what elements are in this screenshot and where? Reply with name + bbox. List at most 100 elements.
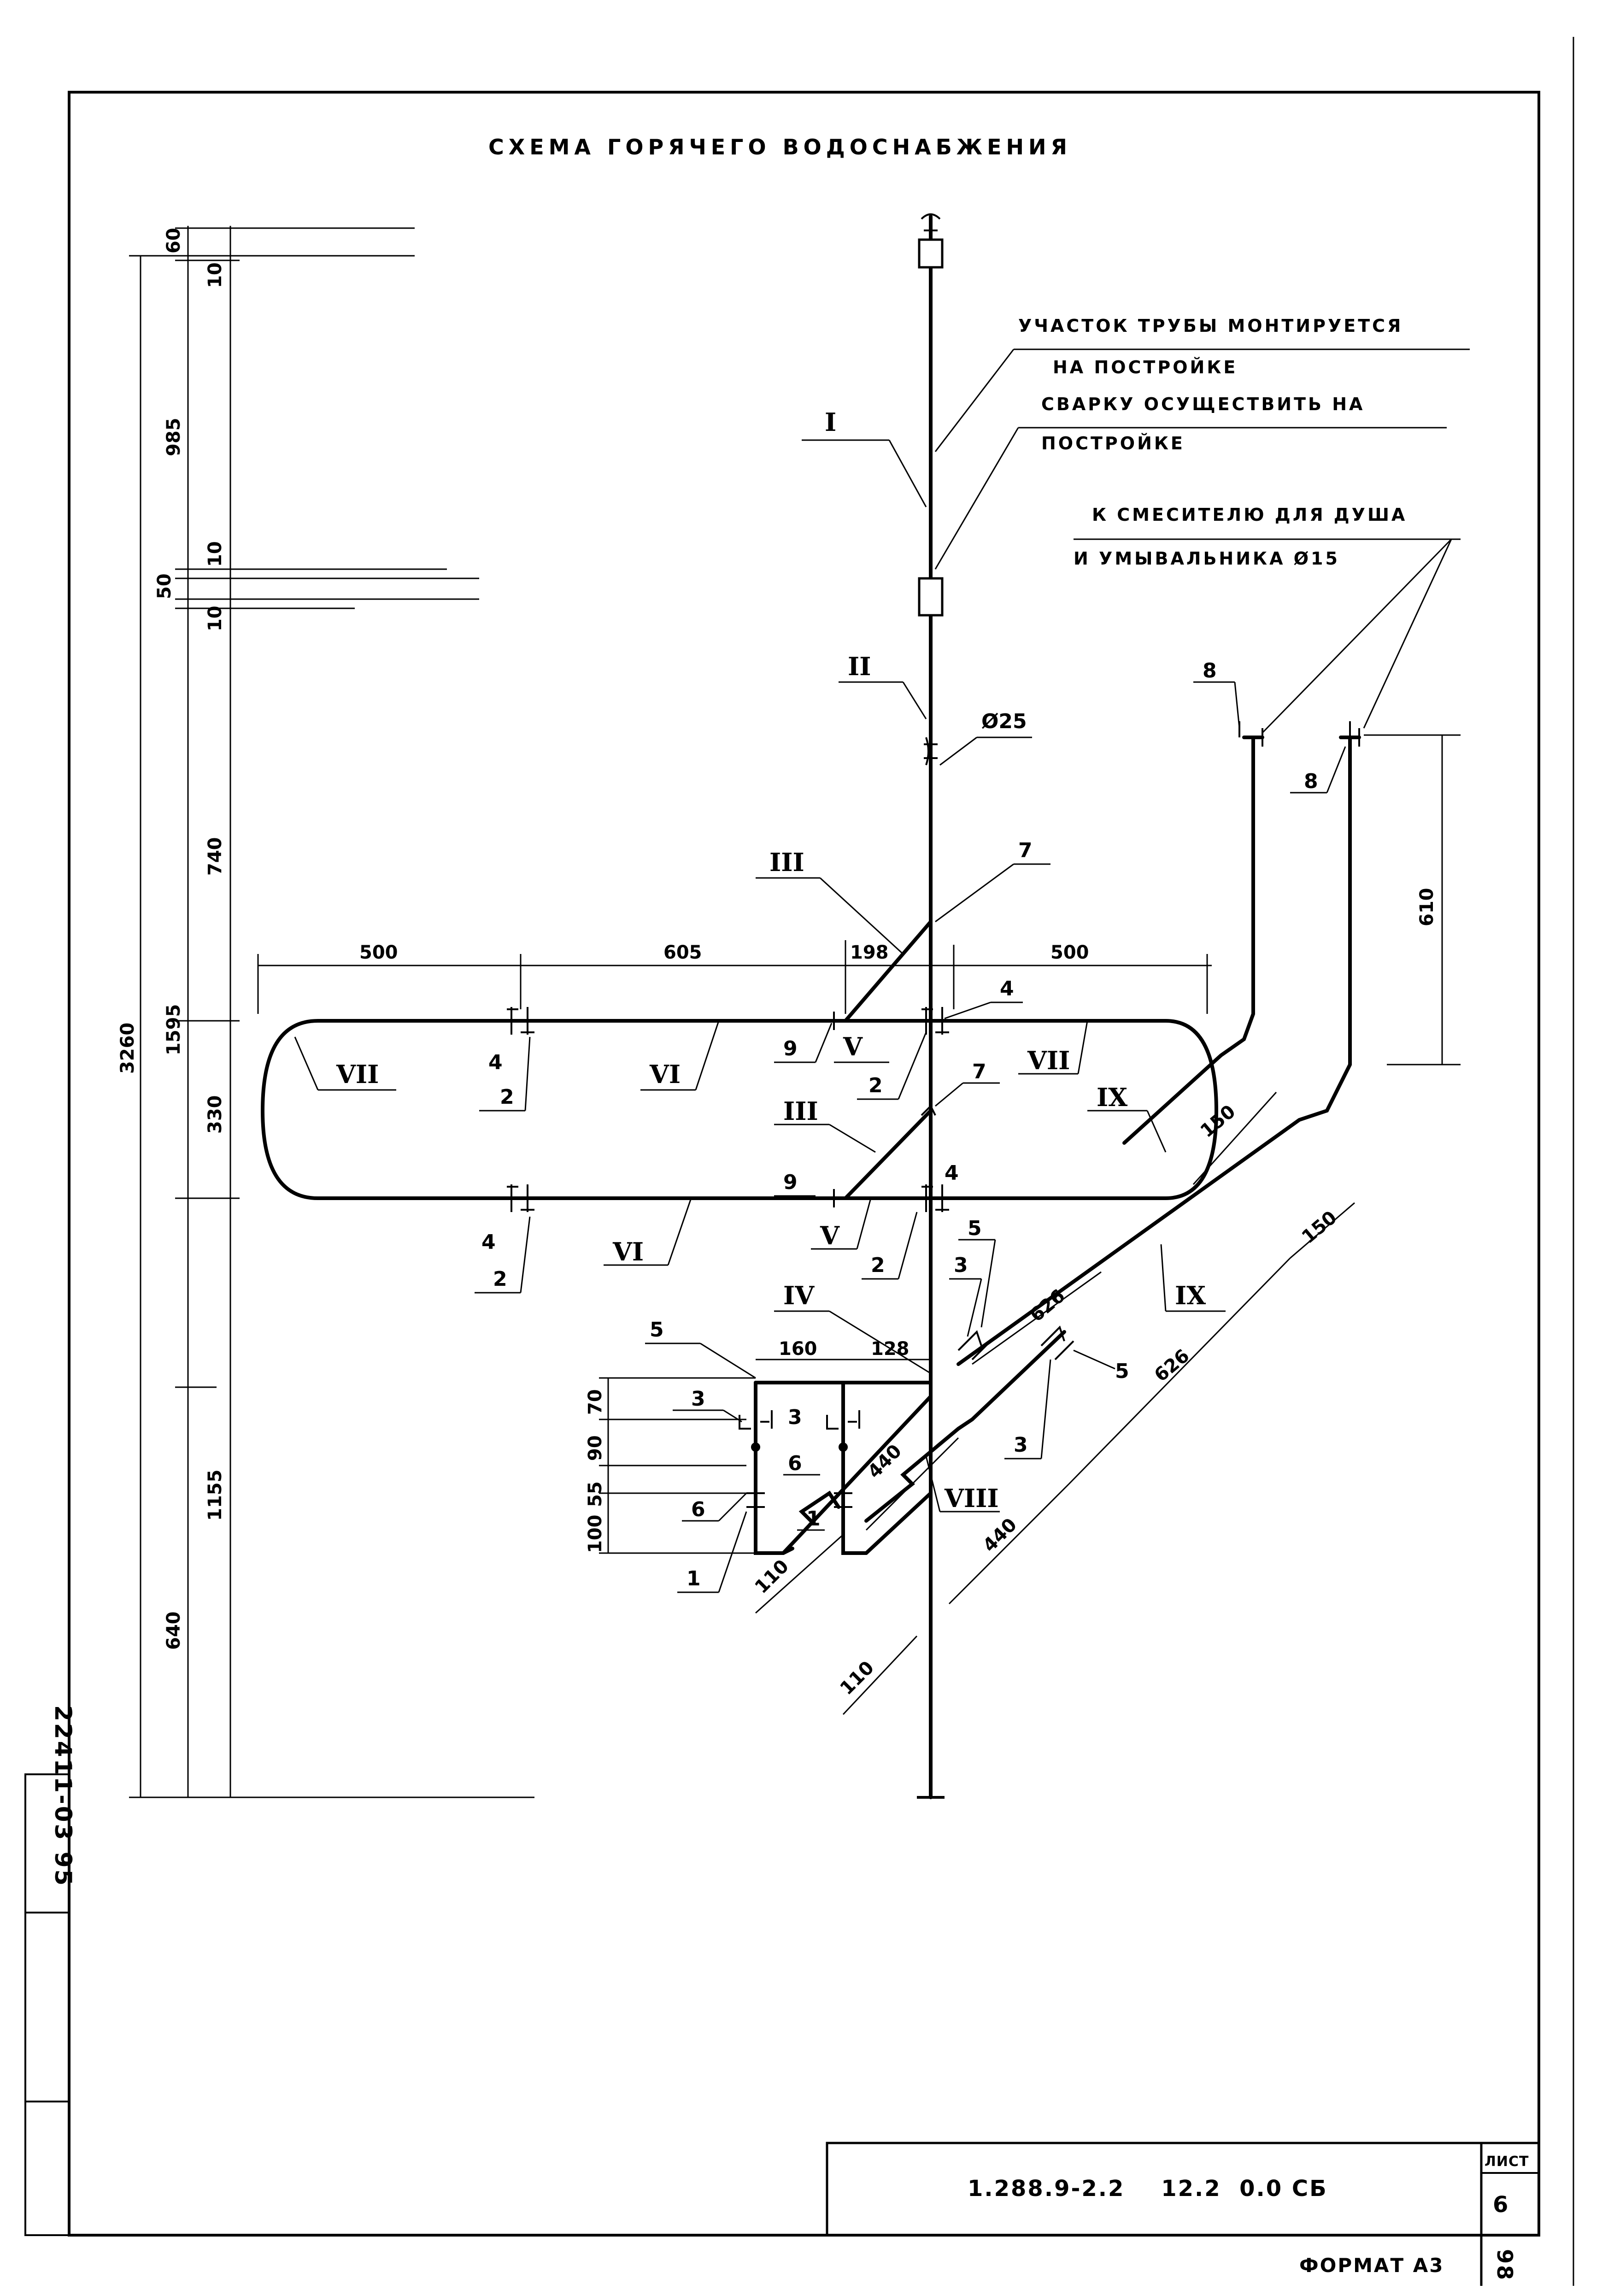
dim-100: 100 xyxy=(585,1515,606,1554)
pos-2c: 2 xyxy=(868,1074,883,1097)
pos-5a: 5 xyxy=(650,1318,664,1342)
pos-3d: 3 xyxy=(1014,1433,1028,1457)
pos-5b: 5 xyxy=(968,1217,982,1240)
note-weld-1: СВАРКУ ОСУЩЕСТВИТЬ НА xyxy=(1041,394,1365,414)
riser-weld-mark xyxy=(924,737,938,765)
branch-vii-elbow xyxy=(921,1104,936,1116)
side-stamp: 22411-03 95 xyxy=(50,1705,76,1887)
section-i: I xyxy=(825,407,836,437)
section-viii: VIII xyxy=(944,1484,999,1513)
pos-7b: 7 xyxy=(972,1060,986,1083)
dim-extension-lines xyxy=(129,227,534,1798)
diameter-leader xyxy=(939,736,977,766)
dim-740: 740 xyxy=(205,837,226,876)
mixer-fittings xyxy=(1238,721,1360,747)
branch-iii-upper xyxy=(844,920,933,1023)
pos-3a: 3 xyxy=(691,1387,705,1411)
note-pipe-installed-1: УЧАСТОК ТРУБЫ МОНТИРУЕТСЯ xyxy=(1018,316,1403,336)
dim-50: 50 xyxy=(154,573,175,599)
note-mixer-1: К СМЕСИТЕЛЮ ДЛЯ ДУША xyxy=(1092,505,1407,525)
section-vi-lower: VI xyxy=(612,1237,644,1266)
dim-1595: 1595 xyxy=(163,1004,184,1055)
sheet-header: ЛИСТ xyxy=(1485,2154,1529,2170)
dim-line-diag-626b xyxy=(1068,1257,1291,1485)
title-block xyxy=(826,2142,1540,2286)
dim-line-diag-150b xyxy=(1290,1202,1355,1259)
dim-150-a: 150 xyxy=(1197,1101,1240,1142)
ring-fittings xyxy=(507,1007,949,1212)
dim-500-left: 500 xyxy=(359,942,398,963)
pos-1b: 1 xyxy=(806,1507,821,1531)
note-weld-leader xyxy=(934,427,1019,570)
corner-number: 98 xyxy=(1492,2249,1517,2281)
dim-10-low: 10 xyxy=(205,606,226,631)
dim-line-diag-110a xyxy=(755,1534,844,1614)
pos-3b: 3 xyxy=(788,1406,802,1429)
dim-55: 55 xyxy=(585,1481,606,1507)
dim-110-a: 110 xyxy=(751,1556,793,1598)
branch-viii-diagonal-a xyxy=(781,1395,933,1555)
dim-440-b: 440 xyxy=(979,1514,1021,1557)
dim-500-right: 500 xyxy=(1050,942,1089,963)
riser-top-cap xyxy=(921,213,941,231)
pos-4c: 4 xyxy=(1000,977,1014,1001)
sheet-number: 6 xyxy=(1493,2192,1509,2218)
dim-605: 605 xyxy=(663,942,702,963)
dim-line-diag-626a xyxy=(972,1271,1102,1365)
riser-coupling-mid xyxy=(918,577,944,617)
section-vii-left: VII xyxy=(336,1060,379,1089)
section-vi-upper: VI xyxy=(649,1060,681,1089)
dim-10-top: 10 xyxy=(205,262,226,288)
dim-1155: 1155 xyxy=(205,1470,226,1521)
lower-fittings xyxy=(739,1325,1074,1508)
dim-150-b: 150 xyxy=(1298,1207,1341,1248)
dim-line-diag-440a xyxy=(865,1437,959,1531)
branch-ix-lower xyxy=(957,736,1361,1366)
riser-coupling-top xyxy=(918,238,944,269)
format-label: ФОРМАТ А3 xyxy=(1299,2254,1444,2277)
page-title: СХЕМА ГОРЯЧЕГО ВОДОСНАБЖЕНИЯ xyxy=(488,135,1072,159)
dim-60: 60 xyxy=(163,228,184,253)
pos-2b: 2 xyxy=(493,1267,507,1291)
pos-6b: 6 xyxy=(788,1452,802,1475)
pos-8b: 8 xyxy=(1304,770,1318,793)
dim-3260: 3260 xyxy=(117,1023,138,1074)
dim-626-b: 626 xyxy=(1150,1345,1194,1386)
ring-loop xyxy=(260,1019,1219,1200)
section-iii-upper: III xyxy=(769,848,804,877)
sheet-frame xyxy=(68,91,1540,2237)
dim-440-a: 440 xyxy=(864,1441,906,1483)
dim-vert-small-ticks xyxy=(599,1377,756,1554)
branch-drop-right xyxy=(841,1381,868,1555)
pos-6a: 6 xyxy=(691,1498,705,1521)
dim-70: 70 xyxy=(585,1389,606,1415)
section-ix-lower: IX xyxy=(1175,1281,1206,1310)
note-mixer-2: И УМЫВАЛЬНИКА Ø15 xyxy=(1074,548,1340,569)
section-ix-upper: IX xyxy=(1097,1083,1127,1112)
section-v-lower: V xyxy=(820,1221,840,1250)
pos-9a: 9 xyxy=(783,1037,798,1060)
position-label-group: 1 1 2 2 2 2 3 3 3 3 4 4 4 4 5 5 5 6 6 7 xyxy=(475,659,1346,1593)
section-v-upper: V xyxy=(843,1032,863,1061)
pos-2d: 2 xyxy=(871,1254,885,1277)
pos-4b: 4 xyxy=(481,1230,496,1254)
note-pipe-installed-2: НА ПОСТРОЙКЕ xyxy=(1053,357,1238,377)
note-weld-2: ПОСТРОЙКЕ xyxy=(1041,433,1185,453)
branch-iii-lower xyxy=(844,1109,933,1200)
dim-640: 640 xyxy=(163,1612,184,1650)
dim-90: 90 xyxy=(585,1435,606,1461)
dim-line-diag-110b xyxy=(842,1635,918,1715)
pos-2a: 2 xyxy=(500,1085,514,1109)
diameter-label: Ø25 xyxy=(981,710,1027,733)
section-label-group: I II III III IV V V VI VI VII VII VIII I… xyxy=(294,407,1226,1513)
left-stamp-box xyxy=(24,1773,70,2236)
section-iv: IV xyxy=(783,1281,815,1310)
dim-160: 160 xyxy=(779,1338,817,1360)
pos-4a: 4 xyxy=(488,1051,503,1074)
note-mixer-leader-b xyxy=(1363,539,1452,729)
pos-1a: 1 xyxy=(687,1567,701,1590)
dim-198: 198 xyxy=(850,942,889,963)
dim-line-diag-440b xyxy=(948,1483,1070,1605)
pos-3c: 3 xyxy=(954,1254,968,1277)
